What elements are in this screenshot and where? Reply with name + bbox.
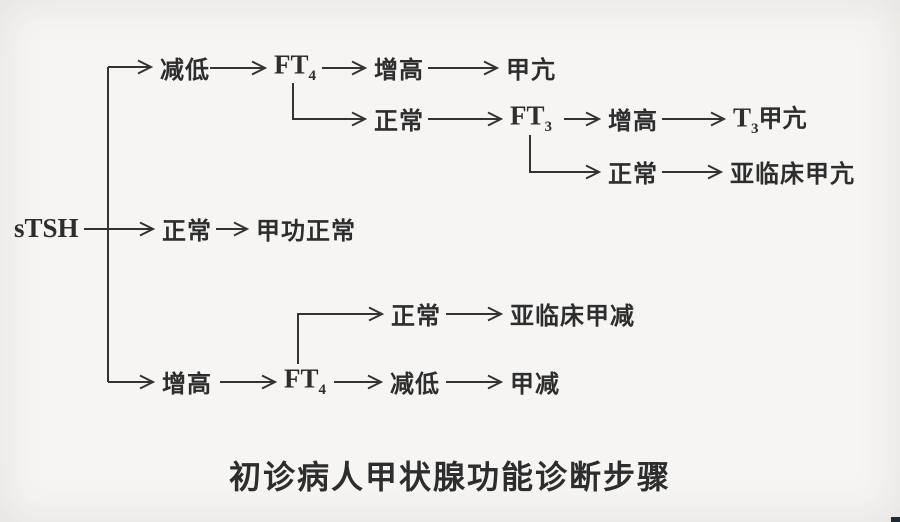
node-normal-2: 正常 <box>608 161 658 188</box>
node-hyperthyroidism: 甲亢 <box>506 57 556 84</box>
node-t3-subscript: 3 <box>751 120 759 137</box>
node-stsh: sTSH <box>14 212 79 243</box>
node-decreased-2: 减低 <box>390 371 440 398</box>
node-ft3-subscript: 3 <box>544 118 553 135</box>
node-ft3-main: FT <box>510 100 545 131</box>
node-normal-1: 正常 <box>374 108 424 135</box>
node-euthyroid: 甲功正常 <box>256 218 356 245</box>
node-subclinical-hyperthyroidism: 亚临床甲亢 <box>730 161 855 188</box>
node-normal-3: 正常 <box>391 303 441 330</box>
node-normal-main: 正常 <box>162 218 212 245</box>
node-t3-hyperthyroidism: T3甲亢 <box>733 99 807 138</box>
node-increased-2: 增高 <box>608 108 658 135</box>
node-increased-main: 增高 <box>162 371 212 398</box>
node-ft4-2-subscript: 4 <box>318 381 327 398</box>
node-t3-label: 甲亢 <box>758 106 807 133</box>
node-increased-1: 增高 <box>374 57 424 84</box>
node-ft3: FT3 <box>510 101 552 136</box>
node-ft4-2-main: FT <box>284 363 319 394</box>
node-ft4-2: FT4 <box>284 364 326 399</box>
node-hypothyroidism: 甲减 <box>510 371 560 398</box>
corner-artifact <box>891 517 900 522</box>
node-t3-main: T <box>733 102 752 133</box>
node-decreased-1: 减低 <box>160 57 210 84</box>
diagram-title: 初诊病人甲状腺功能诊断步骤 <box>228 459 671 495</box>
node-ft4-1-main: FT <box>274 49 309 80</box>
node-ft4-1-subscript: 4 <box>308 67 317 84</box>
node-subclinical-hypothyroidism: 亚临床甲减 <box>510 303 635 330</box>
node-ft4-1: FT4 <box>274 50 316 85</box>
